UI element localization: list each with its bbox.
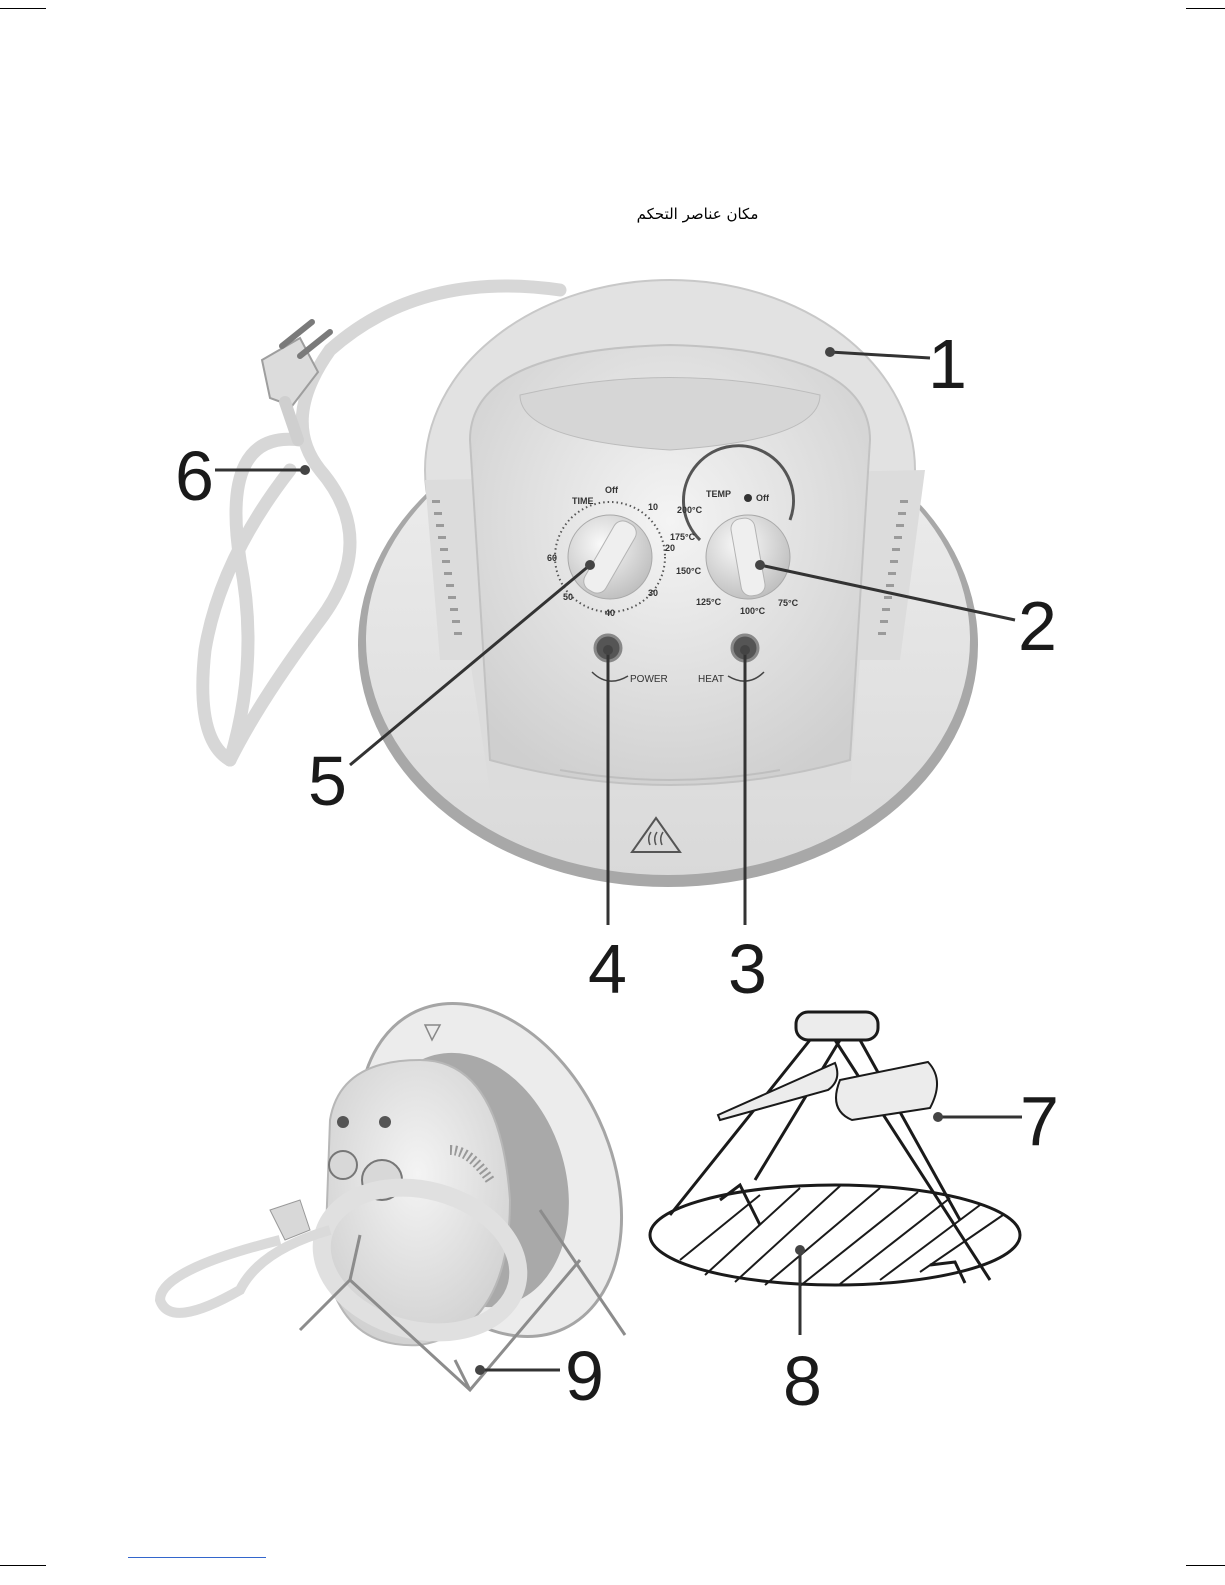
callout-6: 6 [175, 437, 214, 515]
rack-and-tongs [650, 1012, 1020, 1286]
side-power-cord [160, 1230, 330, 1313]
time-label: TIME [572, 496, 594, 506]
callout-3: 3 [728, 930, 767, 1008]
callout-8: 8 [783, 1342, 822, 1420]
power-label: POWER [630, 674, 668, 685]
temp-label: TEMP [706, 489, 731, 499]
temp-mark-200: 200°C [677, 505, 703, 515]
temp-mark-75: 75°C [778, 598, 799, 608]
time-mark-50: 50 [563, 592, 573, 602]
time-mark-40: 40 [605, 608, 615, 618]
callout-4: 4 [588, 930, 627, 1008]
tongs-grip [796, 1012, 878, 1040]
temp-off-label: Off [756, 493, 770, 503]
time-mark-20: 20 [665, 543, 675, 553]
callout-9: 9 [565, 1337, 604, 1415]
time-mark-10: 10 [648, 502, 658, 512]
temp-off-dot [744, 494, 752, 502]
callout-2: 2 [1018, 587, 1057, 665]
temp-mark-100: 100°C [740, 606, 766, 616]
heat-label: HEAT [698, 674, 724, 685]
time-off-label: Off [605, 485, 619, 495]
power-plug-icon [262, 322, 330, 440]
callout-7: 7 [1020, 1082, 1059, 1160]
temp-mark-150: 150°C [676, 566, 702, 576]
time-mark-60: 60 [547, 553, 557, 563]
grill-rack-bars [680, 1186, 1003, 1286]
appliance-side-view [160, 961, 673, 1390]
temp-mark-125: 125°C [696, 597, 722, 607]
grill-rack [650, 1185, 1020, 1285]
temp-mark-175: 175°C [670, 532, 696, 542]
callout-1: 1 [928, 325, 967, 403]
time-mark-30: 30 [648, 588, 658, 598]
callout-5: 5 [308, 742, 347, 820]
tongs-arm-left [670, 1040, 810, 1215]
appliance-top-view: TIME Off 10 20 30 40 50 60 TEMP Off 200°… [358, 280, 978, 887]
